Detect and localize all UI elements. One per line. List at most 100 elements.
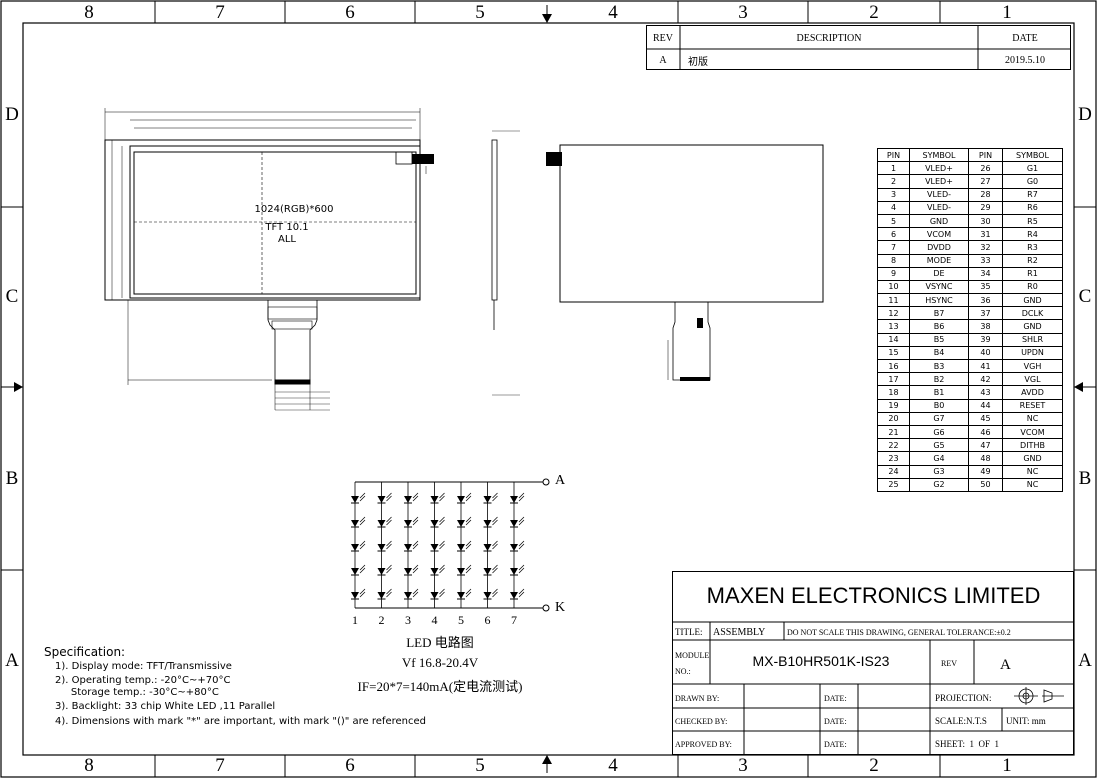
date-label: DATE: (824, 739, 847, 749)
pin-number: 48 (968, 451, 1003, 466)
pin-symbol: G4 (909, 451, 969, 466)
module-label-no: NO.: (675, 666, 691, 676)
led-string (430, 482, 445, 608)
zone-label-bottom: 5 (475, 755, 485, 776)
pin-symbol: B2 (909, 372, 969, 387)
spec-line: 3). Backlight: 33 chip White LED ,11 Par… (55, 701, 276, 712)
cathode-label: K (555, 600, 566, 615)
pin-symbol: NC (1002, 477, 1063, 492)
pin-number: 38 (968, 319, 1003, 334)
led-diode-icon (377, 588, 392, 600)
pin-number: 2 (877, 174, 910, 189)
drawn-by-label: DRAWN BY: (675, 693, 720, 703)
pin-number: 27 (968, 174, 1003, 189)
spec-line: 4). Dimensions with mark "*" are importa… (55, 716, 426, 727)
pin-number: 13 (877, 319, 910, 334)
pin-header: PIN (877, 147, 910, 163)
pin-number: 43 (968, 385, 1003, 400)
zone-label-side: A (5, 650, 19, 671)
pin-symbol: R7 (1002, 187, 1063, 202)
led-diode-icon (430, 564, 445, 576)
unit-label: UNIT: mm (1006, 716, 1046, 726)
pin-symbol: GND (1002, 293, 1063, 308)
pin-number: 4 (877, 200, 910, 215)
pin-number: 7 (877, 240, 910, 255)
pin-number: 17 (877, 372, 910, 387)
pin-number: 39 (968, 332, 1003, 347)
pin-number: 32 (968, 240, 1003, 255)
pin-symbol: NC (1002, 411, 1063, 426)
pin-symbol: R4 (1002, 227, 1063, 242)
pin-symbol: B6 (909, 319, 969, 334)
led-string (351, 482, 366, 608)
pin-number: 31 (968, 227, 1003, 242)
sheet-label: SHEET: 1 OF 1 (935, 739, 1000, 749)
scale-label: SCALE:N.T.S (935, 716, 987, 726)
led-diode-icon (457, 516, 472, 528)
led-circuit-diagram (351, 478, 550, 612)
pin-number: 8 (877, 253, 910, 268)
led-diode-icon (351, 540, 366, 552)
zone-label-side: D (5, 104, 19, 125)
pin-symbol: HSYNC (909, 293, 969, 308)
led-diode-icon (510, 492, 525, 504)
pin-number: 3 (877, 187, 910, 202)
zone-label-side: C (1078, 286, 1092, 307)
led-diode-icon (351, 564, 366, 576)
pin-number: 29 (968, 200, 1003, 215)
pin-number: 34 (968, 266, 1003, 281)
spec-line: Storage temp.: -30°C~+80°C (55, 687, 219, 698)
zone-label-side: B (5, 468, 19, 489)
pin-number: 42 (968, 372, 1003, 387)
led-column-number: 1 (352, 613, 358, 627)
led-diode-icon (483, 540, 498, 552)
pin-symbol: GND (1002, 451, 1063, 466)
pin-symbol: VGH (1002, 358, 1063, 374)
back-view-drawing (546, 144, 824, 381)
pin-number: 15 (877, 345, 910, 361)
spec-line: 1). Display mode: TFT/Transmissive (55, 661, 232, 672)
zone-label-side: A (1078, 650, 1092, 671)
anode-label: A (555, 473, 566, 488)
led-diode-icon (430, 588, 445, 600)
led-diode-icon (404, 492, 419, 504)
zone-label-top: 8 (84, 2, 94, 23)
pin-symbol: DVDD (909, 240, 969, 255)
pin-number: 9 (877, 266, 910, 281)
revision-header-rev: REV (653, 32, 673, 44)
led-diode-icon (457, 564, 472, 576)
pin-symbol: G5 (909, 438, 969, 453)
module-number: MX-B10HR501K-IS23 (752, 653, 890, 669)
pin-number: 26 (968, 161, 1003, 176)
pin-number: 24 (877, 464, 910, 479)
pin-number: 50 (968, 477, 1003, 492)
title-label: TITLE: (675, 627, 703, 637)
pin-number: 10 (877, 279, 910, 295)
pin-symbol: DE (909, 266, 969, 281)
pin-number: 45 (968, 411, 1003, 426)
led-column-number: 5 (458, 613, 464, 627)
pin-symbol: VLED+ (909, 174, 969, 189)
revision-row-description: 初版 (688, 56, 708, 68)
side-view-drawing (491, 130, 520, 396)
zone-label-bottom: 4 (608, 755, 618, 776)
pin-symbol: AVDD (1002, 385, 1063, 400)
symbol-header: SYMBOL (909, 147, 969, 163)
pin-number: 47 (968, 438, 1003, 453)
led-diode-icon (404, 564, 419, 576)
led-diode-icon (510, 516, 525, 528)
led-column-number: 4 (431, 613, 438, 627)
pin-symbol: UPDN (1002, 345, 1063, 361)
